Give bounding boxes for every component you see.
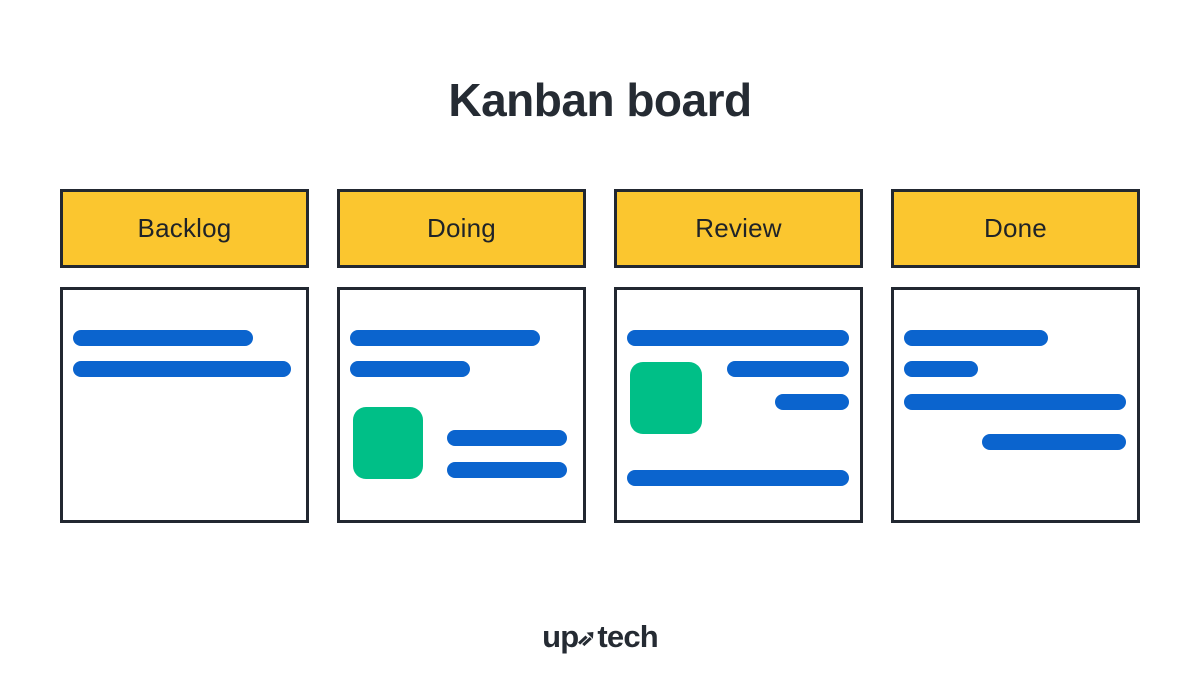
card-image-placeholder [630,362,702,434]
page-title: Kanban board [448,74,752,126]
card-text-placeholder-bar [447,462,567,478]
card-text-placeholder-bar [727,361,849,377]
column-card-doing[interactable] [337,287,586,523]
card-text-placeholder-bar [775,394,849,410]
uptech-arrow-mark-icon [577,629,598,649]
logo-text-up: up [542,619,579,654]
column-title: Done [984,213,1047,243]
column-title: Backlog [137,213,232,243]
card-text-placeholder-bar [447,430,567,446]
logo-text-tech: tech [597,619,658,654]
column-card-done[interactable] [891,287,1140,523]
column-card-review[interactable] [614,287,863,523]
card-text-placeholder-bar [904,394,1126,410]
column-backlog: Backlog [60,189,309,523]
column-title: Review [695,213,782,243]
card-text-placeholder-bar [982,434,1126,450]
card-text-placeholder-bar [904,361,978,377]
column-header-done[interactable]: Done [891,189,1140,268]
card-text-placeholder-bar [73,361,291,377]
column-card-backlog[interactable] [60,287,309,523]
column-header-backlog[interactable]: Backlog [60,189,309,268]
kanban-board: Backlog Doing Review Done [60,189,1140,523]
card-text-placeholder-bar [73,330,253,346]
column-done: Done [891,189,1140,523]
column-header-doing[interactable]: Doing [337,189,586,268]
card-text-placeholder-bar [350,330,540,346]
column-title: Doing [427,213,496,243]
column-header-review[interactable]: Review [614,189,863,268]
card-text-placeholder-bar [904,330,1048,346]
brand-logo: up tech [0,618,1200,656]
column-doing: Doing [337,189,586,523]
column-review: Review [614,189,863,523]
card-text-placeholder-bar [627,470,849,486]
card-image-placeholder [353,407,423,479]
card-text-placeholder-bar [627,330,849,346]
card-text-placeholder-bar [350,361,470,377]
